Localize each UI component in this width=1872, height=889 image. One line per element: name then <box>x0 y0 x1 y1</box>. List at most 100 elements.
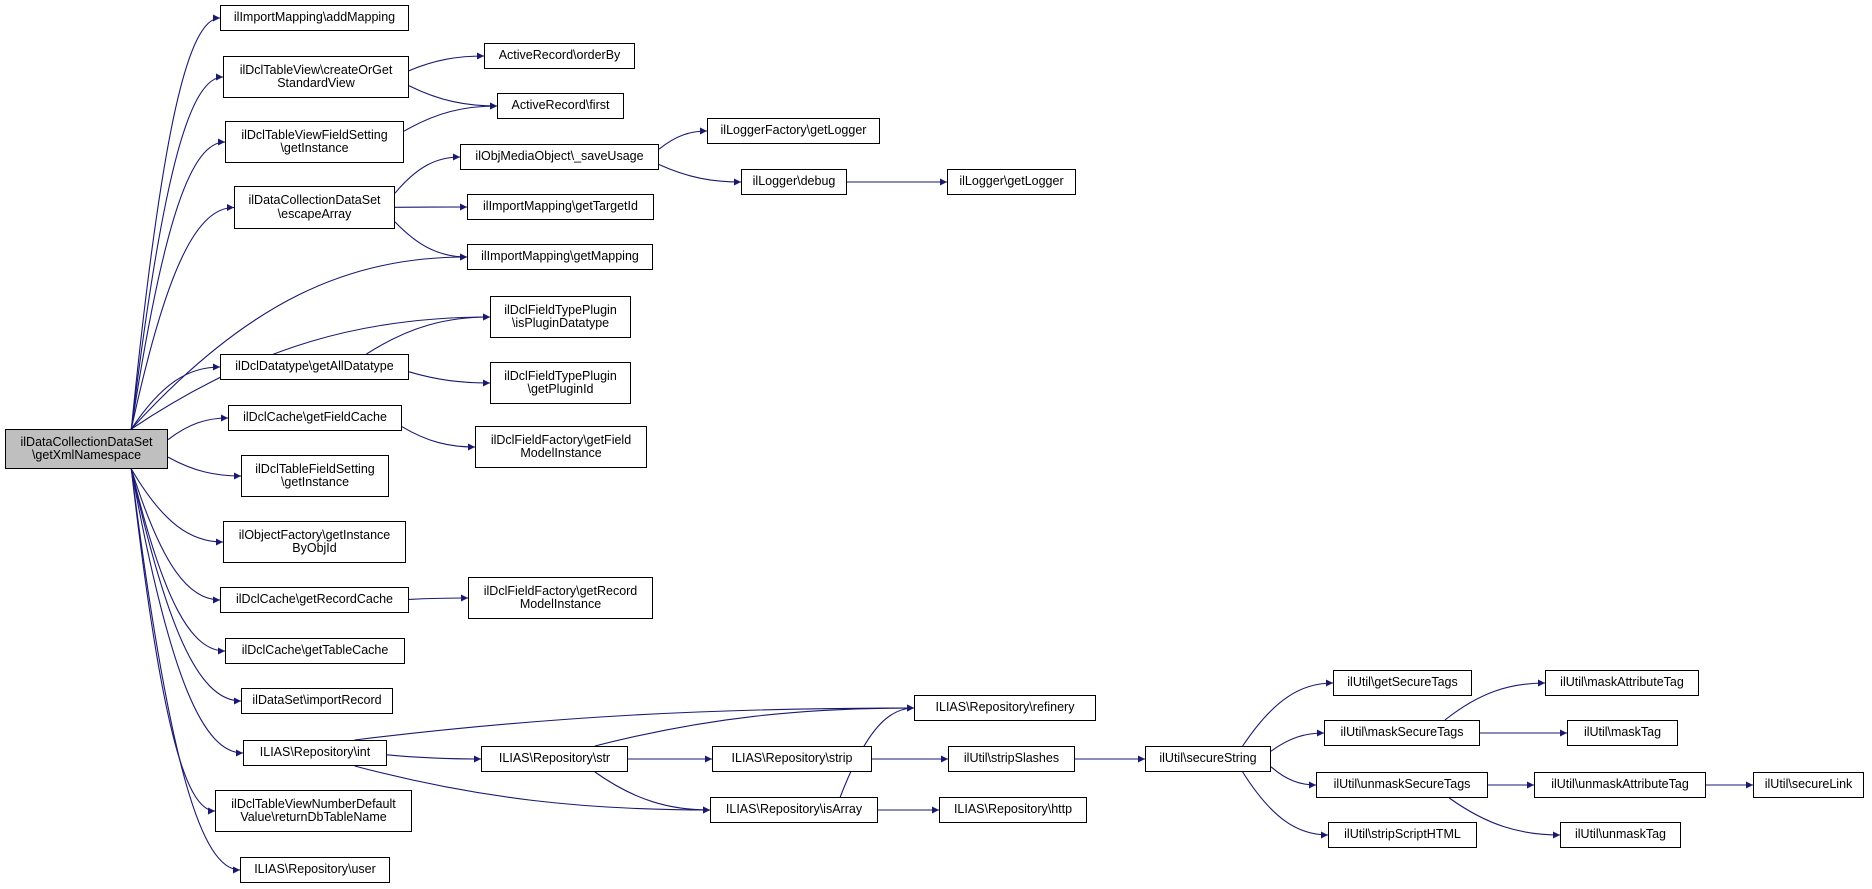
node-label-line: ilUtil\maskSecureTags <box>1340 725 1464 740</box>
node-label-line: ByObjId <box>292 541 337 555</box>
graph-node[interactable]: ilDclFieldTypePlugin\isPluginDatatype <box>490 296 631 338</box>
node-label-line: ilLogger\getLogger <box>959 174 1064 189</box>
node-label-line: ilImportMapping\addMapping <box>233 10 396 25</box>
graph-node[interactable]: ilUtil\maskAttributeTag <box>1545 670 1699 696</box>
node-label-line: ILIAS\Repository\str <box>498 751 611 766</box>
node-label-line: ILIAS\Repository\isArray <box>725 802 863 817</box>
node-label-line: ilUtil\secureString <box>1159 751 1257 766</box>
graph-node[interactable]: ilLogger\debug <box>741 169 847 195</box>
call-edge <box>130 363 221 430</box>
graph-node[interactable]: ilDclCache\getFieldCache <box>228 405 402 431</box>
graph-node[interactable]: ilLogger\getLogger <box>947 169 1076 195</box>
graph-node[interactable]: ilDclFieldTypePlugin\getPluginId <box>490 362 631 404</box>
graph-node[interactable]: ILIAS\Repository\isArray <box>710 797 878 823</box>
call-edge <box>594 771 711 814</box>
root-node: ilDataCollectionDataSet\getXmlNamespace <box>5 429 168 469</box>
graph-node[interactable]: ilDataSet\importRecord <box>241 688 393 714</box>
node-label-line: ActiveRecord\first <box>511 98 610 113</box>
node-label-line: ilUtil\unmaskAttributeTag <box>1551 777 1689 792</box>
graph-node[interactable]: ilUtil\secureString <box>1145 746 1271 772</box>
graph-node[interactable]: ILIAS\Repository\http <box>939 797 1087 823</box>
graph-node[interactable]: ilDclDatatype\getAllDatatype <box>220 354 409 380</box>
node-label-line: ilDclFieldFactory\getRecord <box>483 583 638 598</box>
graph-node[interactable]: ilDataCollectionDataSet\escapeArray <box>234 186 395 229</box>
graph-node[interactable]: ilDclCache\getTableCache <box>225 638 405 664</box>
call-edge <box>130 138 226 430</box>
graph-node[interactable]: ilUtil\stripScriptHTML <box>1328 822 1477 848</box>
call-edge <box>366 313 491 355</box>
node-label-line: ilDclTableViewFieldSetting <box>241 127 388 142</box>
node-label-line: ilUtil\stripSlashes <box>963 751 1060 766</box>
node-label-line: ilLogger\debug <box>752 174 836 189</box>
call-edge <box>403 102 498 132</box>
node-label-line: ilUtil\maskAttributeTag <box>1560 675 1684 690</box>
node-label-line: StandardView <box>277 76 355 90</box>
call-edge <box>401 426 476 451</box>
graph-node[interactable]: ilUtil\maskTag <box>1567 720 1678 746</box>
graph-node[interactable]: ILIAS\Repository\int <box>243 740 387 766</box>
node-label-line: ilDclCache\getFieldCache <box>243 410 387 425</box>
graph-node[interactable]: ilUtil\unmaskSecureTags <box>1316 772 1488 798</box>
graph-node[interactable]: ilUtil\unmaskAttributeTag <box>1534 772 1706 798</box>
node-label-line: ilDclTableViewNumberDefault <box>231 796 396 811</box>
node-label-line: ilDataSet\importRecord <box>252 693 382 708</box>
call-edge <box>1242 771 1329 839</box>
node-label-line: ModelInstance <box>520 446 602 460</box>
graph-node[interactable]: ilUtil\getSecureTags <box>1333 670 1472 696</box>
graph-node[interactable]: ILIAS\Repository\strip <box>712 746 872 772</box>
graph-node[interactable]: ilDclCache\getRecordCache <box>220 587 409 613</box>
node-label-line: ilDclFieldTypePlugin <box>504 302 617 317</box>
graph-node[interactable]: ilUtil\maskSecureTags <box>1324 720 1480 746</box>
node-label-line: ModelInstance <box>519 597 602 611</box>
call-edge <box>408 371 491 387</box>
call-edge <box>131 313 491 430</box>
node-label-line: ilUtil\unmaskSecureTags <box>1333 777 1471 792</box>
graph-node[interactable]: ActiveRecord\first <box>497 93 624 119</box>
call-edge <box>408 85 498 110</box>
call-edge <box>408 52 485 72</box>
call-edge <box>408 594 469 602</box>
node-label-line: ilUtil\secureLink <box>1764 777 1853 792</box>
graph-node[interactable]: ilUtil\unmaskTag <box>1560 822 1681 848</box>
graph-node[interactable]: ilLoggerFactory\getLogger <box>707 118 880 144</box>
graph-node[interactable]: ilObjMediaObject\_saveUsage <box>460 144 659 170</box>
node-label-line: \escapeArray <box>277 206 352 221</box>
call-edge <box>386 754 482 763</box>
call-edge <box>130 468 216 815</box>
graph-node[interactable]: ilImportMapping\addMapping <box>220 5 409 31</box>
call-edge <box>130 468 224 546</box>
graph-node[interactable]: ActiveRecord\orderBy <box>484 43 635 69</box>
graph-node[interactable]: ILIAS\Repository\user <box>240 857 390 883</box>
node-label-line: ilUtil\maskTag <box>1583 725 1662 740</box>
node-label-line: ilLoggerFactory\getLogger <box>720 123 867 138</box>
graph-node[interactable]: ilDclTableViewFieldSetting\getInstance <box>225 121 404 163</box>
node-label-line: ilDataCollectionDataSet <box>20 434 153 449</box>
graph-node[interactable]: ILIAS\Repository\refinery <box>914 695 1096 721</box>
node-label-line: ilUtil\getSecureTags <box>1347 675 1458 690</box>
call-edge <box>1270 766 1317 789</box>
call-edge <box>130 468 242 705</box>
call-edge <box>1444 679 1546 721</box>
node-label-line: ilDataCollectionDataSet <box>248 193 381 207</box>
call-edge <box>130 468 244 757</box>
graph-node[interactable]: ILIAS\Repository\str <box>481 746 628 772</box>
call-edge <box>658 163 742 186</box>
graph-node[interactable]: ilUtil\stripSlashes <box>948 746 1075 772</box>
call-edge <box>354 704 915 741</box>
call-edge <box>1448 797 1561 839</box>
graph-node[interactable]: ilImportMapping\getTargetId <box>467 194 654 220</box>
call-edge <box>130 253 468 430</box>
graph-node[interactable]: ilImportMapping\getMapping <box>467 244 653 270</box>
call-edge <box>167 456 242 480</box>
graph-node[interactable]: ilDclTableFieldSetting\getInstance <box>241 455 389 497</box>
graph-node[interactable]: ilUtil\secureLink <box>1753 772 1864 798</box>
call-edge <box>130 204 235 430</box>
node-label-line: ILIAS\Repository\strip <box>731 751 853 766</box>
node-label-line: ILIAS\Repository\http <box>953 802 1073 817</box>
